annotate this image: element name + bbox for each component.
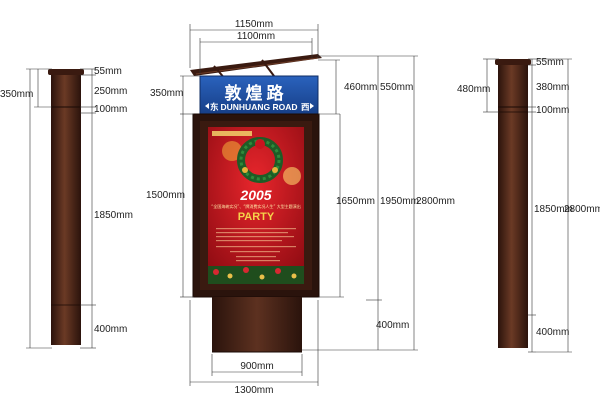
dim-p1-100: 100mm (94, 104, 127, 115)
road-name-cn: 敦煌路 (225, 83, 288, 104)
dim-p1-400: 400mm (94, 324, 127, 335)
dim-overall-1300: 1300mm (235, 385, 274, 396)
dim-p1-1850: 1850mm (94, 210, 133, 221)
dim-p1-350: 350mm (0, 89, 33, 100)
dim-p2-100: 100mm (536, 105, 569, 116)
left-post-cap (48, 69, 84, 75)
dim-p2-55: 55mm (536, 57, 564, 68)
poster-floral-border (208, 266, 304, 284)
right-post-cap (495, 59, 531, 65)
poster-year: 2005 (239, 187, 271, 203)
right-post (495, 59, 531, 348)
dim-p2-380: 380mm (536, 82, 569, 93)
center-sign-roof (190, 54, 322, 81)
left-post-body (51, 75, 81, 345)
dim-p2-480: 480mm (457, 84, 490, 95)
dim-width-1150: 1150mm (235, 19, 273, 30)
dim-total-1950: 1950mm (380, 196, 419, 207)
poster-body-text-lines (216, 228, 296, 262)
advertising-poster: 2005 “全国海峡实况”、“牌消费实况人生” 大型主题演出 PARTY (208, 127, 304, 284)
dim-sign-460: 460mm (344, 82, 377, 93)
dim-lightbox-1650: 1650mm (336, 196, 375, 207)
left-post (48, 69, 84, 345)
road-name-east: 东 (210, 102, 219, 112)
dim-total-2800: 2800mm (416, 196, 455, 207)
dim-p2-400: 400mm (536, 327, 569, 338)
left-post-dimension-lines (26, 68, 96, 349)
center-dimension-lines (180, 24, 418, 386)
dim-lightbox-1500: 1500mm (146, 190, 185, 201)
dim-sign-550: 550mm (380, 82, 413, 93)
center-sign-base (212, 297, 302, 352)
road-name-west: 西 (301, 102, 310, 112)
poster-line: “全国海峡实况”、“牌消费实况人生” 大型主题演出 (211, 203, 301, 209)
dim-p2-2800: 2800mm (564, 204, 600, 215)
dim-base-400: 400mm (376, 320, 409, 331)
dim-p2-1850: 1850mm (534, 204, 573, 215)
dim-p1-55: 55mm (94, 66, 122, 77)
dim-width-1100: 1100mm (237, 31, 275, 42)
dim-base-900: 900mm (240, 361, 273, 372)
dim-sign-350: 350mm (150, 88, 183, 99)
poster-headline: PARTY (238, 211, 275, 223)
wreath-icon (237, 137, 283, 183)
road-name-en: DUNHUANG ROAD (221, 102, 298, 112)
road-name-panel: 敦煌路 东 DUNHUANG ROAD 西 (199, 75, 319, 115)
right-post-dimension-lines (483, 58, 572, 353)
dim-p1-250: 250mm (94, 86, 127, 97)
